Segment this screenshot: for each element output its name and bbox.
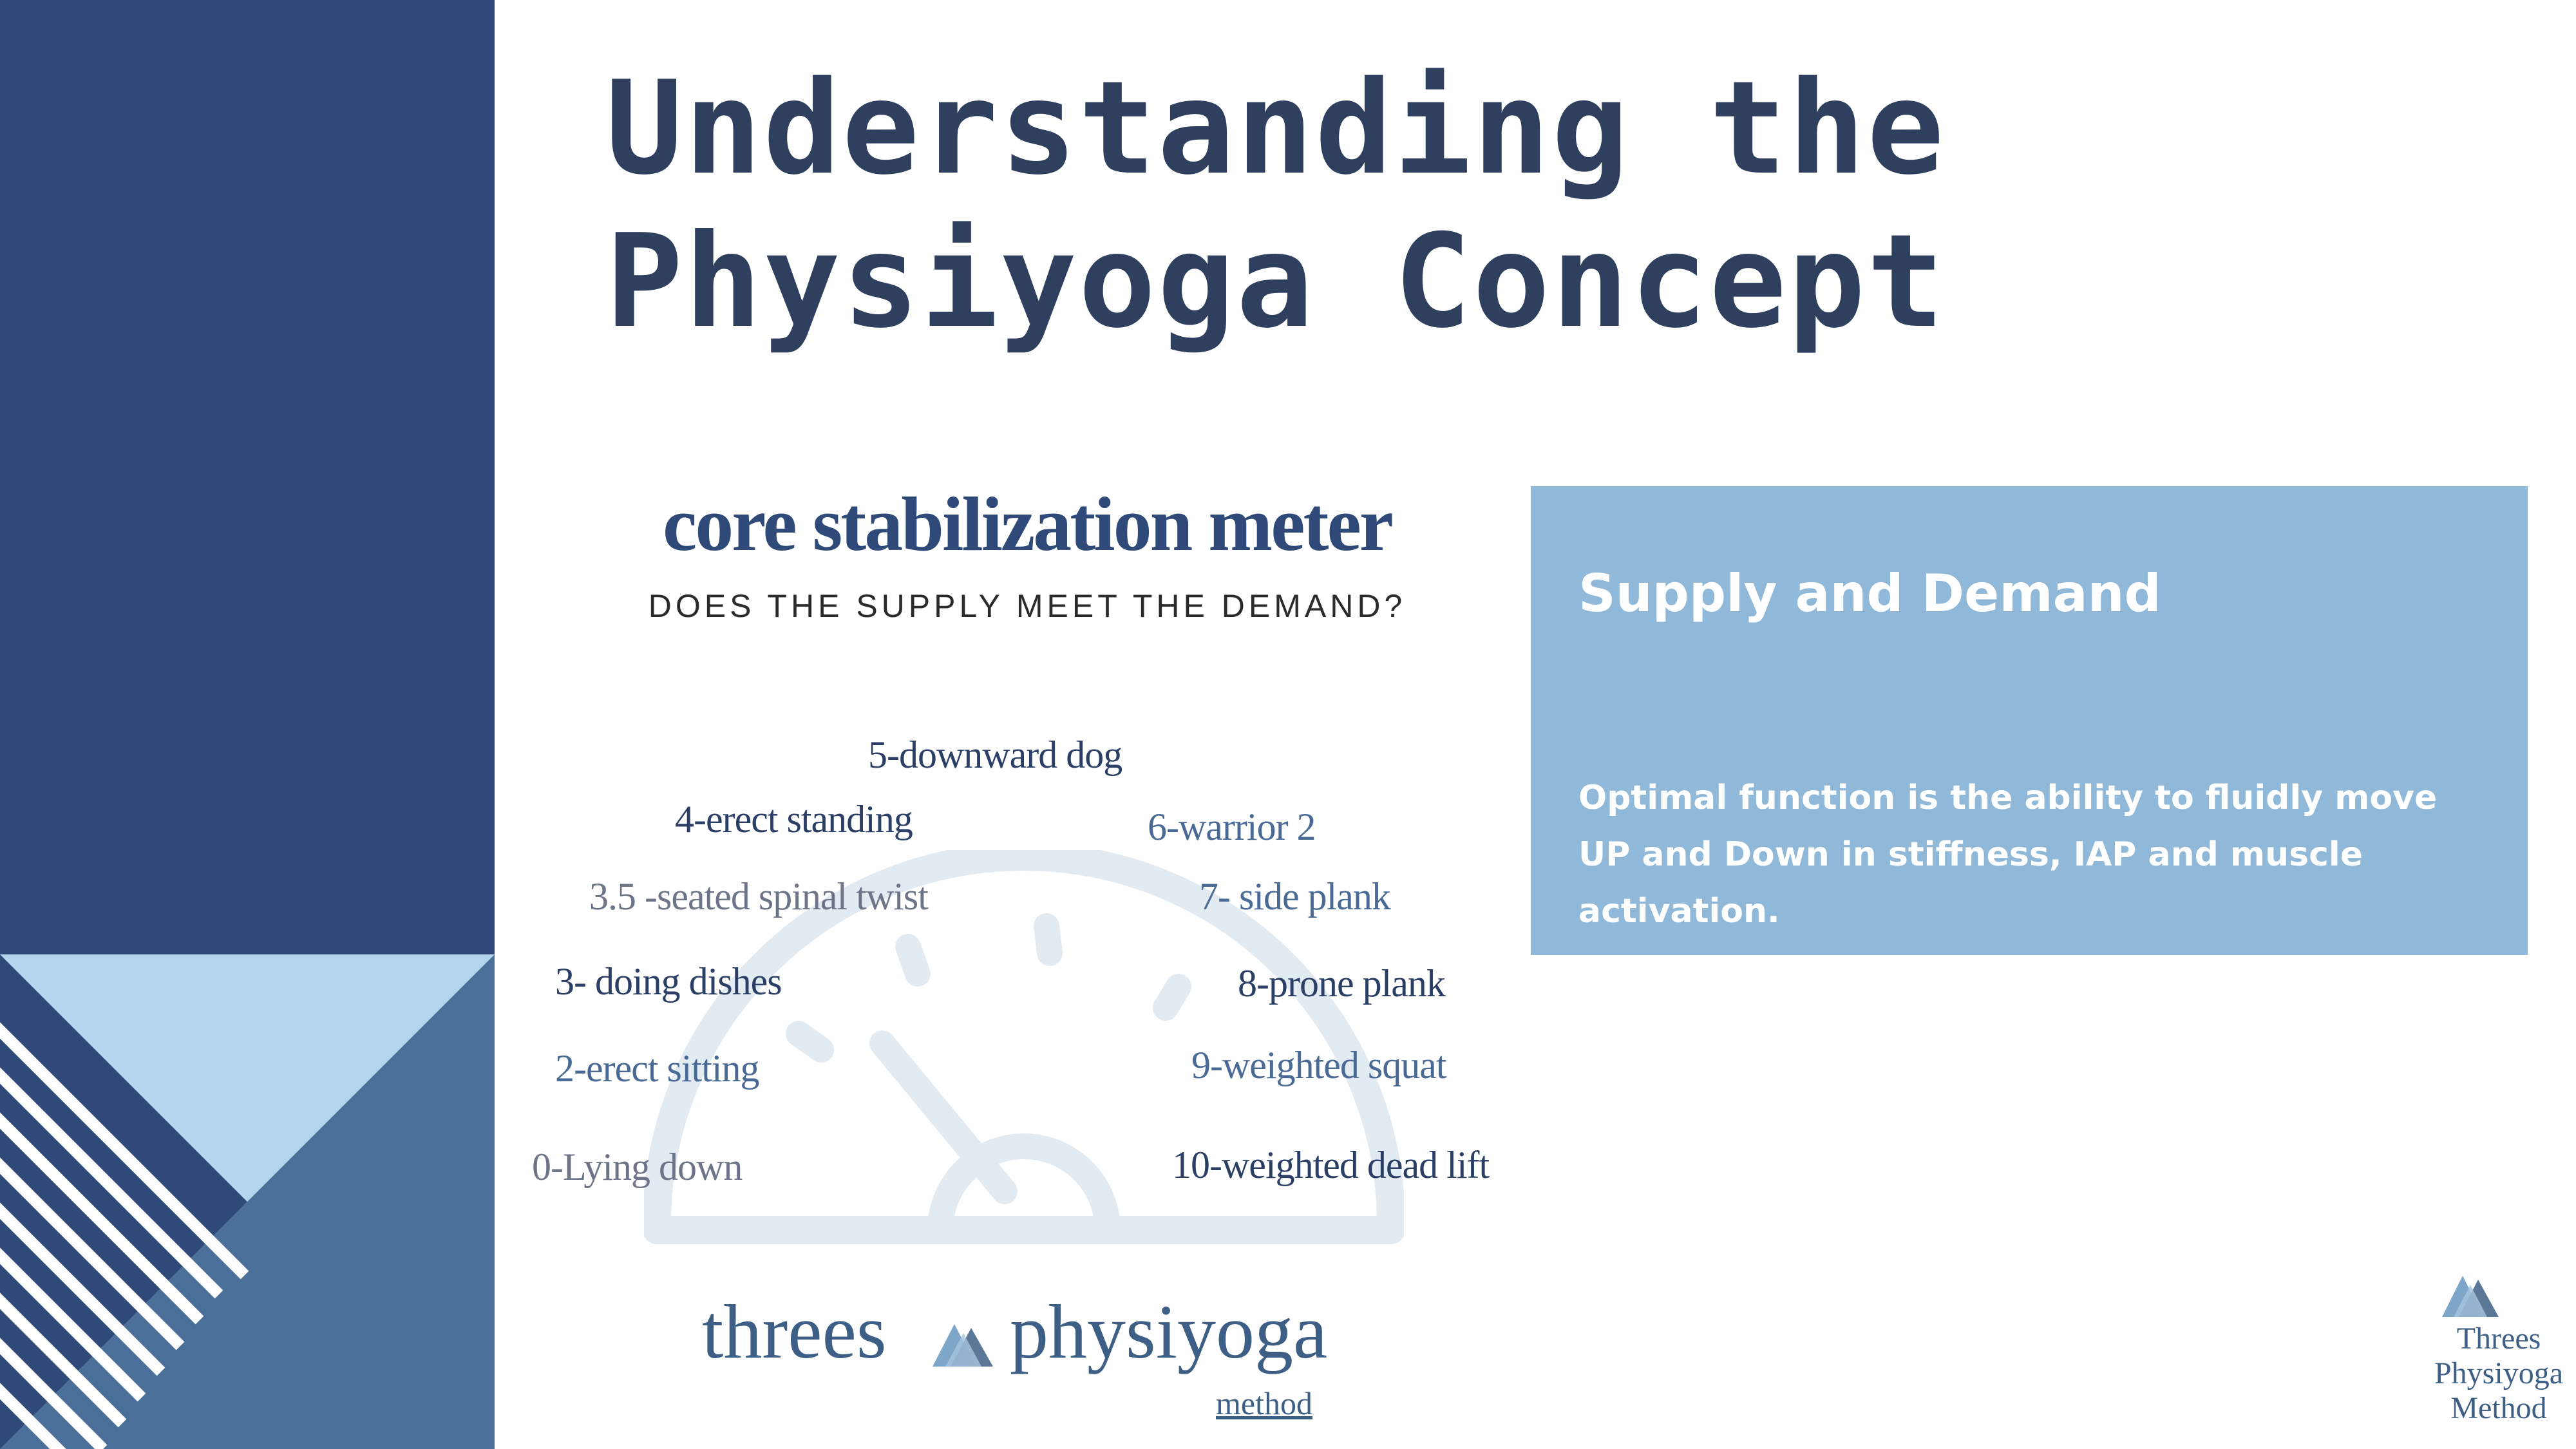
logo-text-physiyoga: physiyoga [1010, 1289, 1328, 1374]
meter-level-label: 3- doing dishes [555, 960, 782, 1003]
meter-level-label: 9-weighted squat [1191, 1044, 1447, 1086]
card-heading: Supply and Demand [1578, 564, 2161, 623]
meter-level-label: 3.5 -seated spinal twist [589, 875, 929, 918]
meter-level-label: 5-downward dog [868, 734, 1122, 776]
corner-logo-line: Physiyoga [2434, 1356, 2563, 1390]
page-title-line-2: Physiyoga Concept [605, 207, 1946, 357]
logo-text-threes: threes [702, 1289, 887, 1374]
meter-subtitle: DOES THE SUPPLY MEET THE DEMAND? [648, 588, 1406, 624]
meter-level-label: 4-erect standing [675, 798, 913, 840]
mountain-logo-icon [933, 1324, 993, 1367]
page-title-line-1: Understanding the [605, 53, 1946, 204]
card-body-text: Optimal function is the ability to fluid… [1578, 779, 2438, 931]
mountain-logo-icon [2442, 1276, 2499, 1317]
meter-level-label: 8-prone plank [1238, 962, 1446, 1005]
supply-demand-card: Supply and Demand Optimal function is th… [1531, 486, 2528, 955]
decorative-side-panel [0, 0, 495, 1449]
meter-level-label: 7- side plank [1199, 875, 1391, 918]
logo-text-method: method [1216, 1385, 1312, 1421]
meter-level-label: 10-weighted dead lift [1172, 1144, 1490, 1186]
gauge-icon [644, 850, 1404, 1244]
meter-title: core stabilization meter [662, 481, 1394, 567]
corner-logo-label: Threes Physiyoga Method [2421, 1321, 2576, 1426]
meter-level-label: 2-erect sitting [555, 1047, 760, 1090]
corner-logo-line: Threes [2456, 1321, 2541, 1356]
meter-level-label: 0-Lying down [532, 1146, 743, 1188]
corner-logo-line: Method [2450, 1391, 2547, 1425]
meter-level-label: 6-warrior 2 [1148, 806, 1316, 848]
